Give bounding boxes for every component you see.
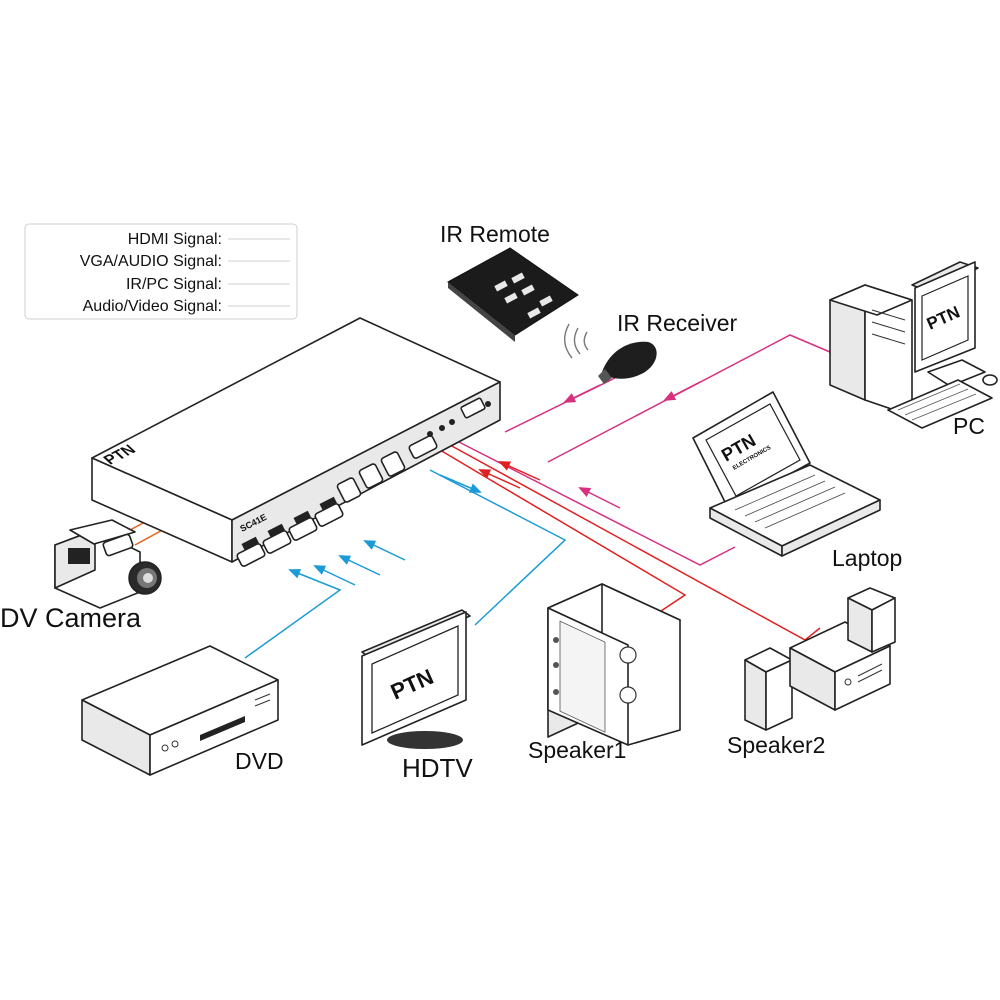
hdmi-line-in4 [363, 540, 406, 561]
hdmi-line-hdtv [429, 469, 567, 626]
dv-camera-device [54, 519, 162, 609]
speaker2-device [744, 587, 896, 731]
legend-label-hdmi: HDMI Signal: [128, 231, 222, 248]
legend-item-vga-audio: VGA/AUDIO Signal: [80, 253, 290, 270]
hdmi-line-in2 [313, 565, 356, 586]
speaker2-label: Speaker2 [727, 732, 825, 758]
dv-camera-label: DV Camera [0, 603, 142, 633]
hdmi-line-dvd [244, 569, 342, 659]
speaker1-device [547, 583, 681, 746]
legend-label-vga-audio: VGA/AUDIO Signal: [80, 253, 222, 270]
laptop-device: PTN ELECTRONICS [692, 391, 881, 557]
dvd-device [81, 645, 279, 776]
hdtv-device: PTN [361, 609, 471, 749]
laptop-label: Laptop [832, 545, 902, 571]
av-line-speaker2 [449, 444, 821, 641]
hdtv-label: HDTV [402, 753, 473, 783]
legend: HDMI Signal: VGA/AUDIO Signal: IR/PC Sig… [24, 223, 298, 320]
av-line-speaker1 [439, 449, 687, 626]
legend-label-ir-pc: IR/PC Signal: [126, 276, 222, 293]
speaker1-label: Speaker1 [528, 737, 626, 763]
ir-receiver-label: IR Receiver [617, 310, 737, 336]
legend-label-audio-video: Audio/Video Signal: [83, 298, 222, 315]
ir-wave-icon [564, 323, 589, 359]
dvd-label: DVD [235, 748, 284, 774]
hdmi-line-in3 [338, 555, 381, 576]
legend-item-audio-video: Audio/Video Signal: [83, 298, 290, 315]
ir-remote-label: IR Remote [440, 221, 550, 247]
switcher-hdmi-ports [241, 496, 337, 551]
pc-device: PTN [829, 261, 998, 429]
laptop-line [454, 439, 736, 566]
legend-item-hdmi: HDMI Signal: [128, 231, 290, 248]
pc-label: PC [953, 413, 985, 439]
pc-line [547, 334, 831, 463]
ir-receiver-device [564, 323, 657, 384]
switcher-jacks [427, 401, 491, 437]
legend-item-ir-pc: IR/PC Signal: [126, 276, 290, 293]
switcher-device: PTN SC41E [91, 317, 501, 567]
ir-remote-device [447, 247, 579, 342]
switcher-cable-plugs [236, 397, 486, 567]
